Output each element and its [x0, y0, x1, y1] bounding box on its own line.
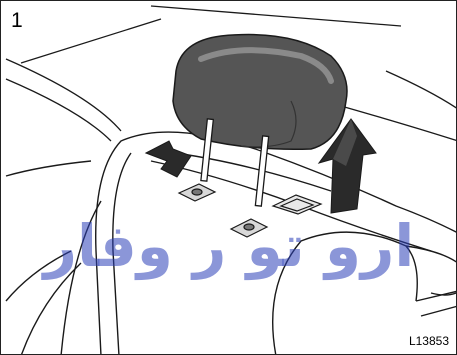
step-number: 1	[11, 9, 23, 33]
headrest	[173, 35, 347, 150]
watermark: ارو تو ر وفار	[41, 212, 415, 281]
figure-code: L13853	[408, 334, 450, 348]
push-down-arrow-icon	[146, 141, 191, 177]
